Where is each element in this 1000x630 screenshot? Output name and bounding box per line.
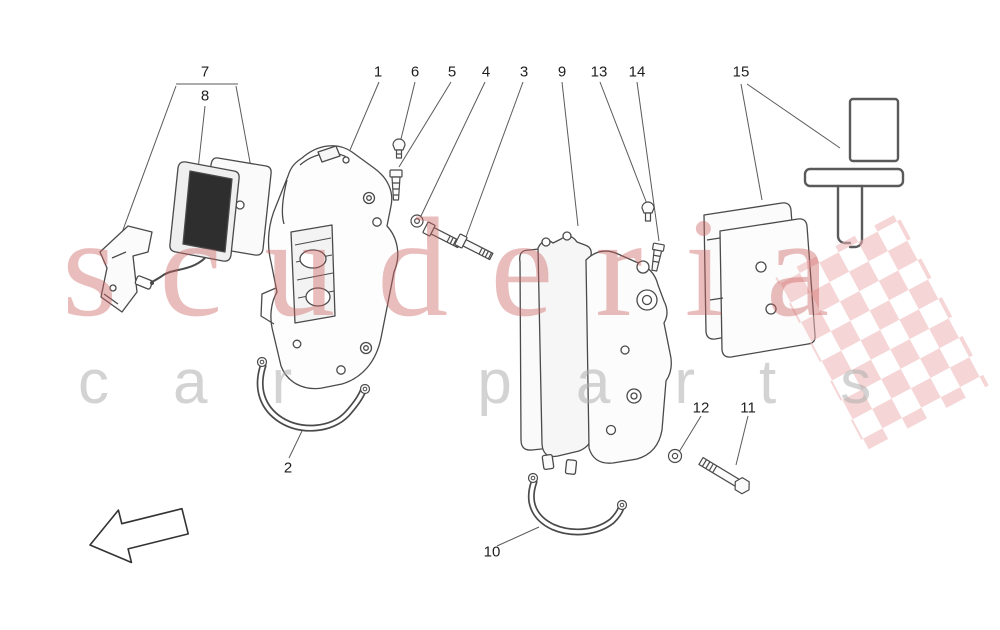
callout-13: 13 [590,63,608,81]
caliper-fasteners-drawing [389,138,494,261]
callout-11: 11 [740,399,756,417]
brake-hose-front-drawing [256,356,371,432]
callout-5: 5 [447,63,457,81]
mounting-clip-drawing [99,225,153,313]
rear-fasteners-drawing [641,201,750,495]
front-brake-pads-drawing [134,157,272,290]
callout-14: 14 [628,63,646,81]
bleed-screw-icon [389,169,403,201]
checkered-flag-watermark [775,213,989,451]
callout-12: 12 [692,399,710,417]
callout-9: 9 [557,63,567,81]
brake-hose-rear-drawing [527,472,628,536]
callout-15: 15 [732,63,750,81]
callout-7: 7 [200,63,210,81]
screw-plug-icon [392,138,406,159]
front-caliper-drawing [260,145,399,390]
bolt-icon [454,233,494,261]
callout-4: 4 [481,63,491,81]
callout-3: 3 [519,63,529,81]
bolt-icon [698,456,750,495]
screw-plug-icon [641,201,655,222]
callout-10: 10 [483,543,501,561]
callout-6: 6 [410,63,420,81]
rear-brake-pads-drawing [703,202,816,358]
callout-1: 1 [373,63,383,81]
leader-lines [119,81,841,547]
rear-caliper-drawing [519,231,672,475]
callout-8: 8 [200,87,210,105]
bleed-screw-icon [651,242,665,272]
callout-2: 2 [283,459,293,477]
direction-arrow-icon [89,507,190,564]
